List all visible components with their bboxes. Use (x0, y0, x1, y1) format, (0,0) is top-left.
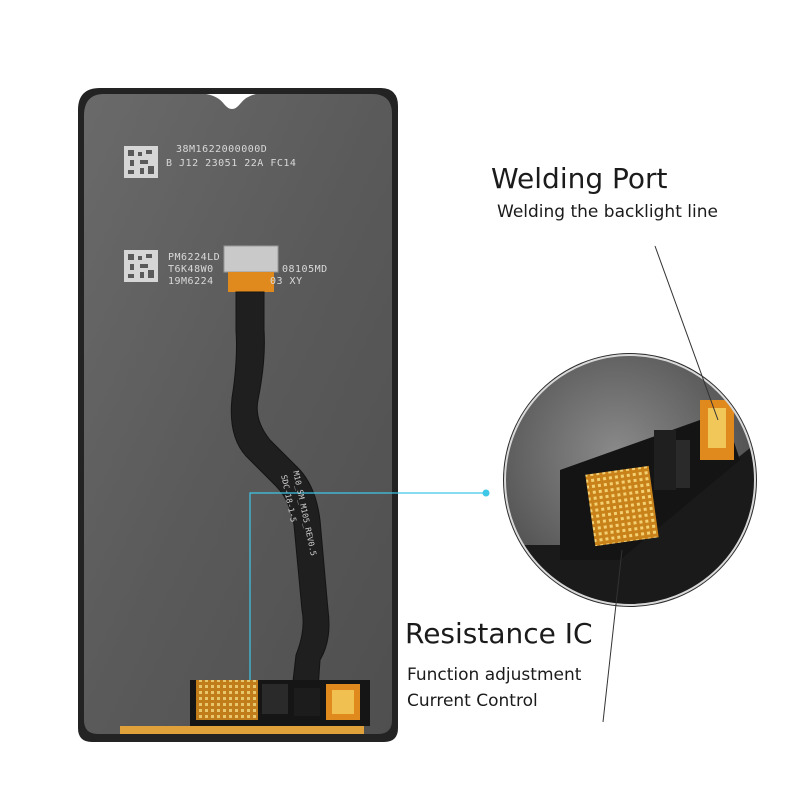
resistance-ic-title: Resistance IC (405, 617, 593, 650)
qr-code-icon (124, 146, 158, 178)
pointer-line-welding (654, 245, 719, 421)
panel-code-a: PM6224LD (168, 252, 221, 263)
panel-serial-line2: B J12 23051 22A FC14 (166, 158, 297, 169)
panel-serial-top: 38M1622000000D (176, 144, 268, 155)
panel-code-b2: 08105MD (282, 264, 328, 275)
panel-code-c: 19M6224 (168, 276, 214, 287)
resistance-ic-line2: Current Control (407, 691, 538, 711)
flex-cable (120, 245, 370, 734)
qr-code-icon-2 (124, 250, 158, 282)
callout-line-resistance (249, 489, 490, 680)
pointer-line-ic (602, 549, 623, 723)
zoom-magnifier (503, 353, 757, 607)
panel-code-b: T6K48W0 (168, 264, 214, 275)
notch (206, 94, 256, 109)
welding-port-title: Welding Port (491, 162, 668, 195)
panel-code-c2: 03 XY (270, 276, 303, 287)
welding-port-description: Welding the backlight line (497, 202, 718, 222)
resistance-ic-line1: Function adjustment (407, 665, 582, 685)
